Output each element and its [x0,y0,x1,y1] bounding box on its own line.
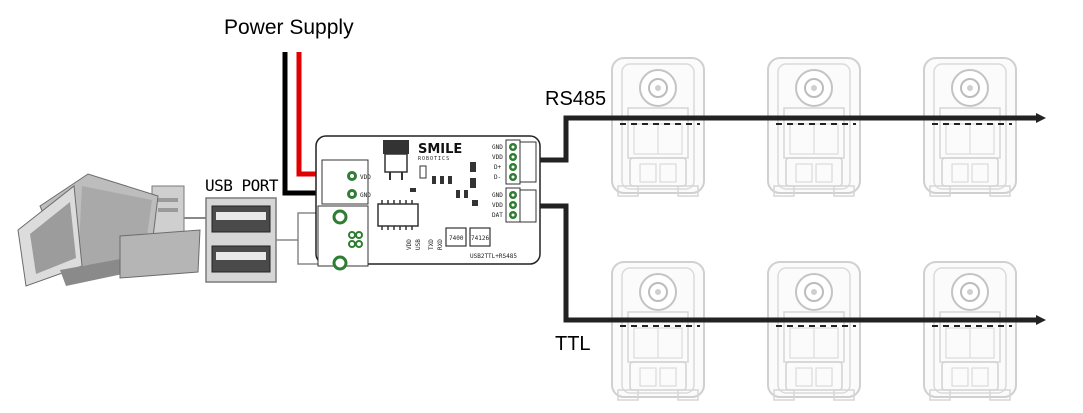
chip-label-7400: 7400 [449,235,464,242]
rs485-pin-gnd: GND [492,144,503,151]
servo-rs485-3 [923,57,1017,197]
board-label-rxd: RXD [437,239,444,250]
ttl-pin-vdd: VDD [492,202,503,209]
servo-ttl-2 [767,261,861,401]
board-model-label: USB2TTL+RS485 [470,253,517,260]
usb2ttl-rs485-board: VDD GND SMILE ROBOTICS [315,135,541,271]
rs485-label: RS485 [545,88,607,110]
board-label-usb: USB [415,239,422,250]
ttl-bus-line [540,203,1046,325]
servo-ttl-1 [611,261,705,401]
power-pin-label-gnd: GND [360,192,371,199]
power-pin-label-vdd: VDD [360,174,371,181]
board-label-txd: TXD [428,239,435,250]
rs485-pin-vdd: VDD [492,154,503,161]
rs485-pin-dminus: D- [494,174,501,181]
chip-label-74126: 74126 [471,235,489,242]
ttl-label: TTL [555,333,591,355]
servo-rs485-1 [611,57,705,197]
ttl-servo-chain [611,261,1017,401]
board-brand: SMILE [418,142,462,157]
board-brand-sub: ROBOTICS [418,156,450,162]
usb-to-board-line [276,212,318,241]
usb-port-label: USB PORT [205,176,279,195]
rs485-servo-chain [611,57,1017,197]
servo-ttl-3 [923,261,1017,401]
rs485-bus-line [540,113,1046,163]
usb-port [205,197,277,283]
board-label-vdd: VDD [406,239,413,250]
servo-rs485-2 [767,57,861,197]
ttl-pin-dat: DAT [492,212,503,219]
rs485-pin-dplus: D+ [494,164,502,171]
power-supply-label: Power Supply [224,16,354,39]
usb-to-board-line-lower [297,240,318,265]
bus-taps [620,123,1012,327]
ttl-pin-gnd: GND [492,192,503,199]
computer-icon [17,173,201,287]
